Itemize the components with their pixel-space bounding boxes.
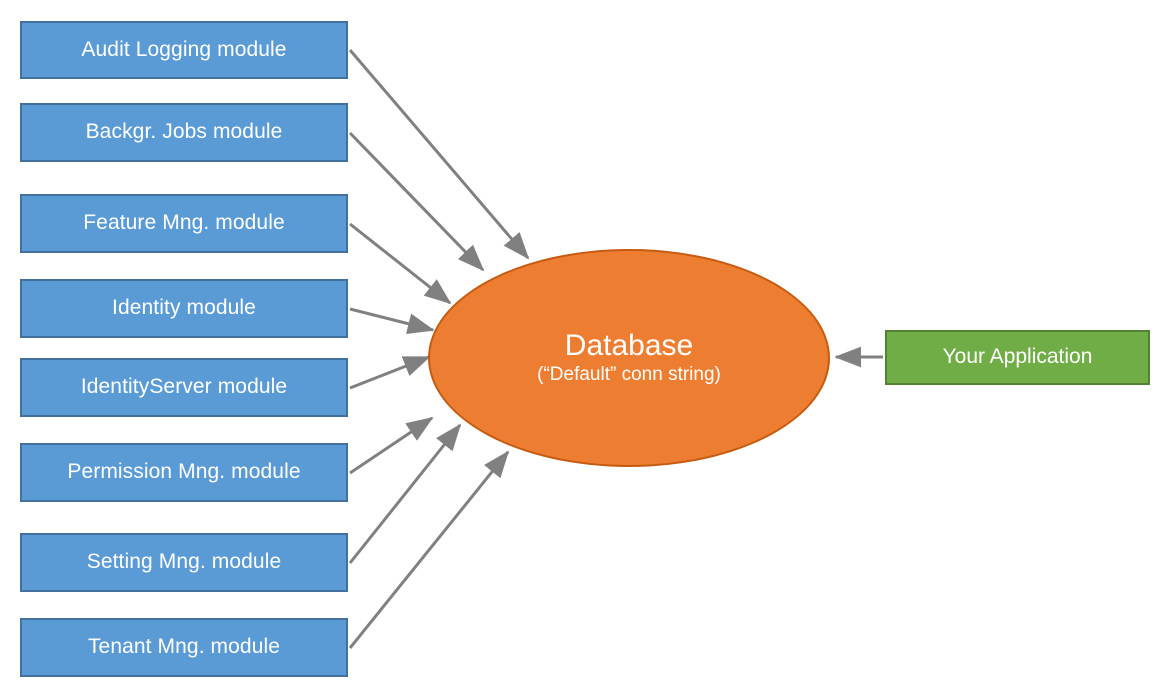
module-box-identityserver[interactable]: IdentityServer module (20, 358, 348, 417)
arrow-permission-mng-to-database (349, 416, 434, 475)
module-box-identity[interactable]: Identity module (20, 279, 348, 338)
module-label: Backgr. Jobs module (85, 120, 283, 144)
arrow-setting-mng-to-database (348, 423, 462, 564)
module-label: Permission Mng. module (67, 460, 301, 484)
arrow-audit-logging-to-database (348, 49, 530, 260)
arrow-tenant-mng-to-database (348, 450, 510, 649)
database-ellipse[interactable]: Database (“Default” conn string) (428, 249, 830, 467)
module-label: Feature Mng. module (83, 211, 285, 235)
module-label: IdentityServer module (80, 375, 288, 399)
arrow-identity-to-database (349, 307, 435, 334)
module-label: Audit Logging module (81, 37, 287, 61)
module-box-feature-mng[interactable]: Feature Mng. module (20, 194, 348, 253)
database-subtitle: (“Default” conn string) (537, 364, 721, 386)
module-box-permission-mng[interactable]: Permission Mng. module (20, 443, 348, 502)
module-label: Identity module (112, 296, 256, 320)
module-label: Tenant Mng. module (87, 635, 281, 659)
arrow-background-jobs-to-database (348, 131, 485, 272)
module-box-setting-mng[interactable]: Setting Mng. module (20, 533, 348, 592)
database-title: Database (564, 329, 694, 363)
application-box[interactable]: Your Application (885, 330, 1150, 385)
arrow-feature-mng-to-database (349, 222, 452, 305)
application-label: Your Application (942, 345, 1093, 369)
module-box-audit-logging[interactable]: Audit Logging module (20, 21, 348, 79)
module-box-background-jobs[interactable]: Backgr. Jobs module (20, 103, 348, 162)
module-label: Setting Mng. module (86, 550, 282, 574)
arrow-identityserver-to-database (349, 355, 431, 390)
module-box-tenant-mng[interactable]: Tenant Mng. module (20, 618, 348, 677)
